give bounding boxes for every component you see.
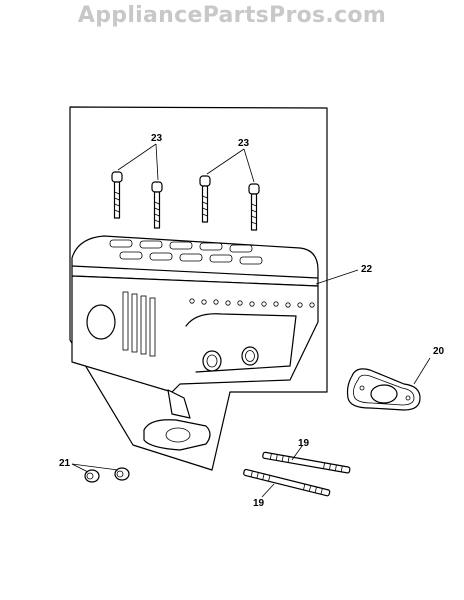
- leader-line: [315, 269, 359, 285]
- leader-line: [155, 143, 159, 181]
- leader-line: [206, 148, 245, 175]
- callout-22: 22: [361, 264, 373, 275]
- muffler: [71, 235, 319, 451]
- callout-23: 23: [238, 138, 250, 149]
- callout-19: 19: [253, 498, 265, 509]
- nut: [84, 469, 100, 483]
- leader-line: [261, 483, 275, 498]
- bolt-group: [111, 171, 260, 231]
- callout-23: 23: [151, 133, 163, 144]
- leader-line: [243, 148, 255, 183]
- callout-21: 21: [59, 458, 71, 469]
- bolt: [248, 183, 260, 231]
- watermark: AppliancePartsPros.com: [77, 3, 387, 28]
- stud: [243, 468, 331, 497]
- leader-line: [71, 463, 119, 471]
- leader-line: [117, 143, 157, 171]
- leader-line: [71, 463, 89, 473]
- bolt: [151, 181, 163, 229]
- leader-line: [291, 445, 303, 461]
- leader-line: [413, 357, 431, 385]
- gasket: [346, 368, 421, 411]
- bolt: [111, 171, 123, 219]
- stud: [262, 451, 351, 474]
- bolt: [199, 175, 211, 223]
- callout-19: 19: [298, 438, 310, 449]
- nut: [114, 467, 130, 481]
- callout-20: 20: [433, 346, 445, 357]
